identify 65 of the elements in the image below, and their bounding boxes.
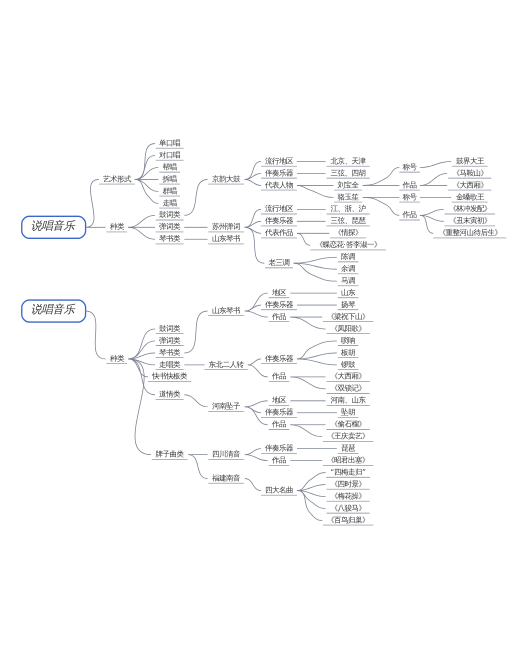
connector — [244, 310, 268, 317]
connector — [289, 376, 326, 389]
connector — [296, 340, 337, 359]
connector — [244, 478, 261, 490]
connector — [296, 412, 337, 413]
connector — [296, 160, 326, 162]
connector — [84, 310, 106, 359]
connector — [292, 256, 337, 264]
connector — [296, 484, 326, 490]
connector — [244, 304, 261, 311]
connector — [183, 226, 208, 228]
connector — [292, 262, 337, 282]
connector — [296, 448, 337, 449]
connector — [244, 454, 268, 461]
connector — [419, 214, 434, 234]
connector — [127, 358, 151, 455]
connector — [289, 292, 337, 294]
connector — [183, 394, 208, 407]
connector — [296, 490, 322, 520]
connector — [419, 172, 448, 186]
connector — [187, 454, 208, 478]
connector — [296, 304, 337, 305]
connector — [246, 364, 268, 377]
connector — [419, 160, 452, 168]
connector — [183, 238, 208, 240]
connector — [419, 214, 444, 222]
connector — [296, 184, 334, 198]
connector — [244, 208, 261, 228]
connector — [419, 184, 448, 186]
connector — [296, 358, 337, 365]
connector — [246, 358, 261, 365]
connector — [296, 220, 326, 222]
connector — [289, 424, 322, 437]
connector — [187, 454, 208, 455]
connector — [362, 196, 400, 216]
connector — [296, 172, 326, 174]
connector — [289, 460, 322, 461]
connector — [296, 472, 326, 490]
connector — [127, 226, 155, 240]
connector — [296, 490, 326, 496]
connector — [289, 316, 326, 329]
connector — [244, 160, 261, 180]
connector — [362, 184, 400, 186]
connector — [419, 196, 452, 198]
connector — [84, 178, 99, 228]
connector — [244, 292, 268, 311]
node-box: 说唱音乐 — [20, 298, 86, 322]
connector — [244, 220, 261, 228]
connector — [183, 310, 208, 353]
node-box: 说唱音乐 — [20, 215, 86, 238]
connector — [289, 400, 326, 401]
connector — [244, 226, 264, 264]
connector — [244, 406, 268, 425]
connector — [183, 178, 208, 216]
connector — [296, 490, 326, 508]
connector — [296, 232, 310, 246]
connector — [296, 232, 330, 234]
connector — [244, 178, 261, 186]
connector — [296, 208, 326, 210]
connector — [84, 226, 106, 228]
connector — [244, 448, 261, 455]
connector — [362, 166, 400, 186]
connector — [183, 364, 204, 365]
connector — [244, 400, 268, 407]
connector — [134, 178, 158, 204]
